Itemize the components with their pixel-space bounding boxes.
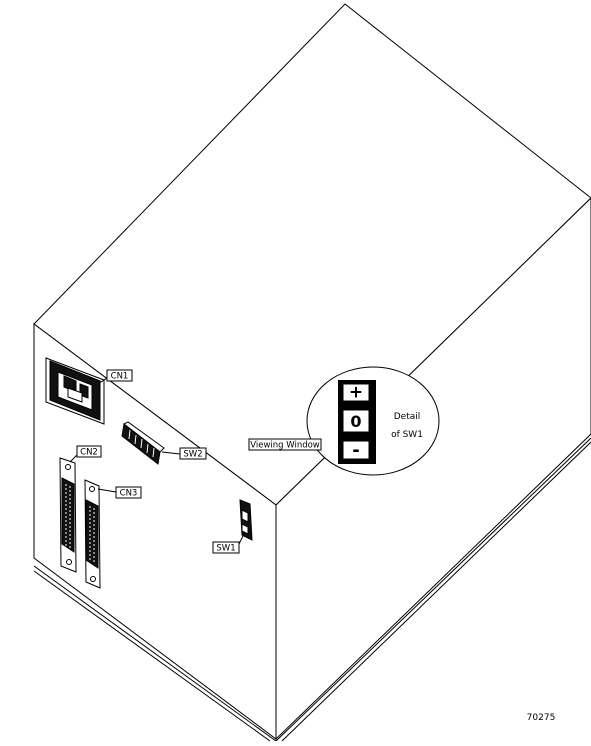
- detail-plus-symbol: +: [349, 383, 363, 403]
- leader-cn1: [97, 377, 108, 385]
- detail-title-line2: of SW1: [391, 430, 423, 440]
- leader-cn3: [97, 488, 117, 493]
- leader-sw2: [161, 451, 181, 455]
- callout-cn3: CN3: [115, 486, 142, 499]
- callout-sw2: SW2: [179, 447, 207, 460]
- detail-minus-symbol: -: [352, 440, 359, 461]
- detail-minus-button: [342, 440, 370, 460]
- detail-title-line1: Detail: [394, 412, 421, 422]
- base-edge-right-inner: [281, 441, 591, 742]
- sw1-switch: [239, 499, 253, 541]
- label-viewing-window: Viewing Window: [250, 441, 320, 451]
- base-edge-front-inner: [33, 570, 271, 742]
- base-edge-front: [33, 565, 277, 742]
- detail-value-window: [342, 409, 370, 433]
- figure-number: 70275: [527, 713, 556, 723]
- callout-viewing-window: Viewing Window: [248, 438, 322, 451]
- sw1-detail-callout: + 0 - Detail of SW1: [306, 366, 440, 476]
- cn1-power-inlet: [45, 357, 105, 425]
- cn3-d-sub-connector: [84, 479, 101, 589]
- enclosure: [33, 3, 591, 742]
- base-edge-right: [275, 437, 591, 742]
- detail-value: 0: [350, 412, 361, 431]
- sw2-switch: [121, 421, 165, 465]
- label-cn3: CN3: [120, 489, 138, 499]
- cn2-d-sub-connector: [59, 457, 77, 573]
- label-sw2: SW2: [183, 450, 202, 460]
- detail-plus-button: [342, 383, 370, 402]
- label-cn1: CN1: [111, 372, 129, 382]
- callout-sw1: SW1: [212, 541, 240, 554]
- callout-cn2: CN2: [76, 445, 102, 458]
- label-sw1: SW1: [216, 544, 235, 554]
- enclosure-front-face: [33, 323, 277, 740]
- callout-cn1: CN1: [106, 369, 133, 382]
- label-cn2: CN2: [80, 448, 98, 458]
